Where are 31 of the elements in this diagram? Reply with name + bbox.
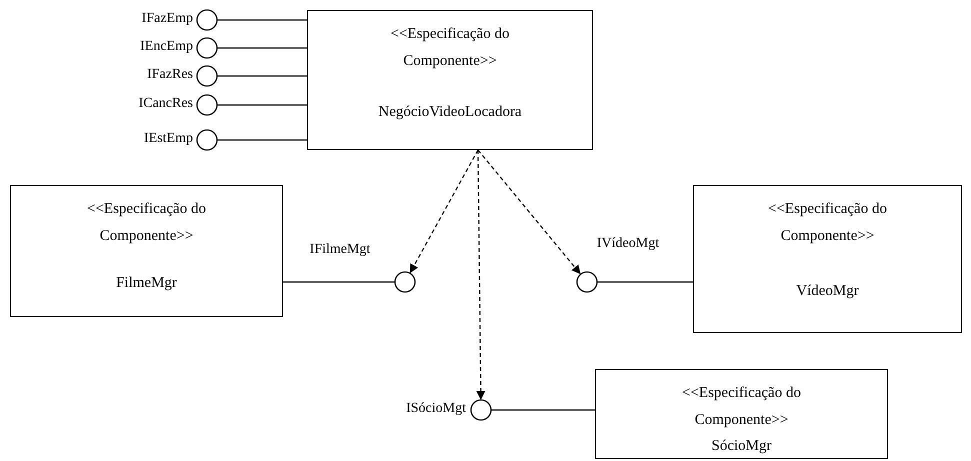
interface-name: ICancRes <box>138 96 193 112</box>
interface-name: ISócioMgt <box>405 401 466 417</box>
connector-line <box>597 281 693 283</box>
stereotype-text: <<Especificação do Componente>> <box>767 200 888 246</box>
connector-line <box>217 75 307 77</box>
interface-name: IEncEmp <box>139 39 193 55</box>
component-name: SócioMgr <box>712 438 772 454</box>
component-name: VídeoMgr <box>796 282 859 300</box>
interface-name: IVídeoMgt <box>596 236 660 252</box>
interface-name: IFilmeMgt <box>308 242 372 258</box>
dependency-arrow <box>476 150 486 400</box>
stereotype-text: <<Especificação do Componente>> <box>681 384 802 430</box>
connector-line <box>491 409 595 411</box>
interface-name: IFazRes <box>146 67 193 83</box>
dependency-arrow <box>409 150 479 274</box>
component-box <box>595 369 888 459</box>
component-box <box>693 185 962 333</box>
component-name: FilmeMgr <box>116 274 177 292</box>
component-name: NegócioVideoLocadora <box>378 104 522 120</box>
interface-name: IEstEmp <box>143 131 193 147</box>
component-box <box>307 10 593 150</box>
connector-line <box>217 139 307 141</box>
dependency-arrow <box>478 150 582 275</box>
stereotype-text: <<Especificação do Componente>> <box>86 200 207 246</box>
interface-name: IFazEmp <box>140 11 193 27</box>
stereotype-text: <<Especificação do Componente>> <box>390 25 510 71</box>
connector-line <box>283 281 395 283</box>
connector-line <box>217 104 307 106</box>
component-box <box>10 185 283 317</box>
connector-line <box>217 19 307 21</box>
connector-line <box>217 47 307 49</box>
